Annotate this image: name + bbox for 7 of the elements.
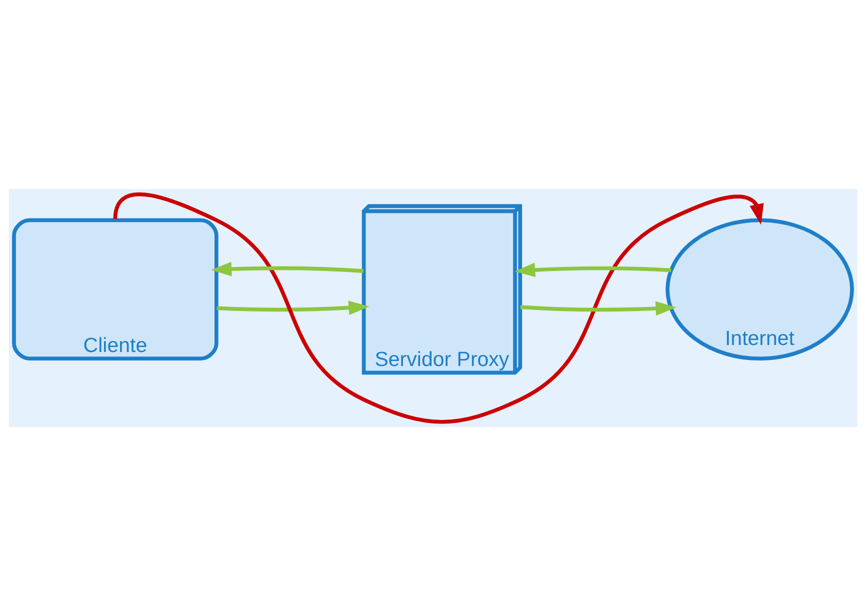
arrow bbox=[216, 300, 370, 314]
arrow bbox=[520, 300, 676, 316]
arrow bbox=[211, 261, 364, 276]
node-ellipse: Internet bbox=[666, 218, 854, 360]
arrow bbox=[113, 192, 764, 424]
arrow bbox=[514, 262, 672, 277]
node-box: Cliente bbox=[12, 218, 218, 360]
